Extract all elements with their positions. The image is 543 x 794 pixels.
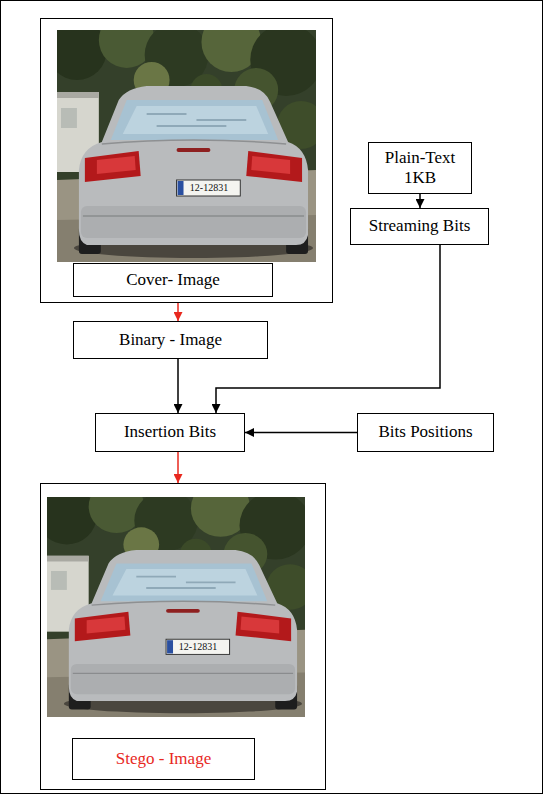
process-box: Bits Positions (357, 413, 494, 452)
process-box: Insertion Bits (95, 413, 245, 452)
license-plate-text: 12-12831 (166, 639, 230, 654)
box-label: Plain-Text 1KB (376, 148, 464, 189)
image-panel: Stego - Image (40, 483, 326, 790)
connector-arrow (419, 194, 421, 208)
image-panel: Cover- Image (40, 18, 333, 303)
process-box: Plain-Text 1KB (368, 142, 472, 194)
box-label: Binary - Image (119, 330, 222, 350)
box-label: Streaming Bits (369, 216, 471, 236)
connector-arrow (177, 303, 179, 321)
stego-photo (37, 480, 314, 717)
caption-box: Cover- Image (73, 263, 273, 297)
license-plate-text: 12-12831 (177, 180, 241, 196)
process-box: Streaming Bits (350, 208, 489, 245)
panel-caption: Cover- Image (126, 270, 220, 290)
process-box: Binary - Image (73, 321, 268, 359)
box-label: Insertion Bits (124, 422, 216, 442)
cover-photo (47, 12, 325, 262)
caption-box: Stego - Image (72, 738, 255, 780)
connector-arrow (177, 359, 179, 413)
panel-caption: Stego - Image (116, 749, 211, 769)
connector-arrow (245, 432, 357, 434)
box-label: Bits Positions (378, 422, 472, 442)
connector-arrow (177, 452, 179, 483)
